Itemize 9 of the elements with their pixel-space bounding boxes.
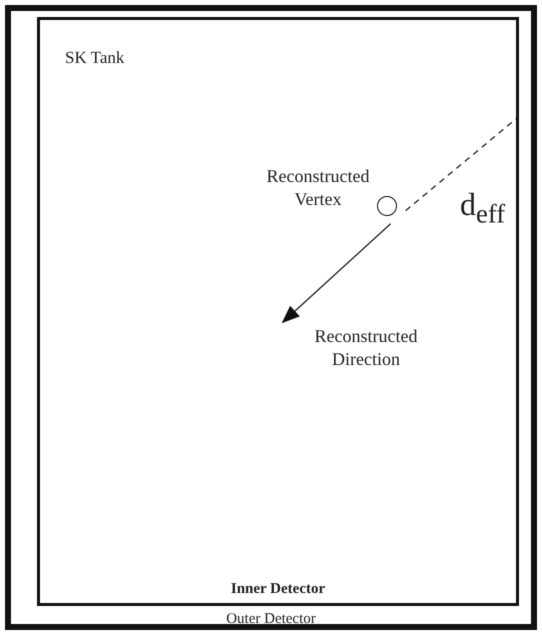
vertex-label: Reconstructed Vertex xyxy=(266,165,370,212)
arrow xyxy=(282,223,392,324)
direction-label: Reconstructed Direction xyxy=(314,325,418,372)
region-label: Outer Detector xyxy=(225,610,317,629)
tank-label: SK Tank xyxy=(65,47,124,69)
vertex-circle xyxy=(377,196,397,216)
region-label: Inner Detector xyxy=(230,580,326,599)
connector-line xyxy=(405,117,518,212)
edge-label: d$_{eff}$ xyxy=(460,188,506,228)
